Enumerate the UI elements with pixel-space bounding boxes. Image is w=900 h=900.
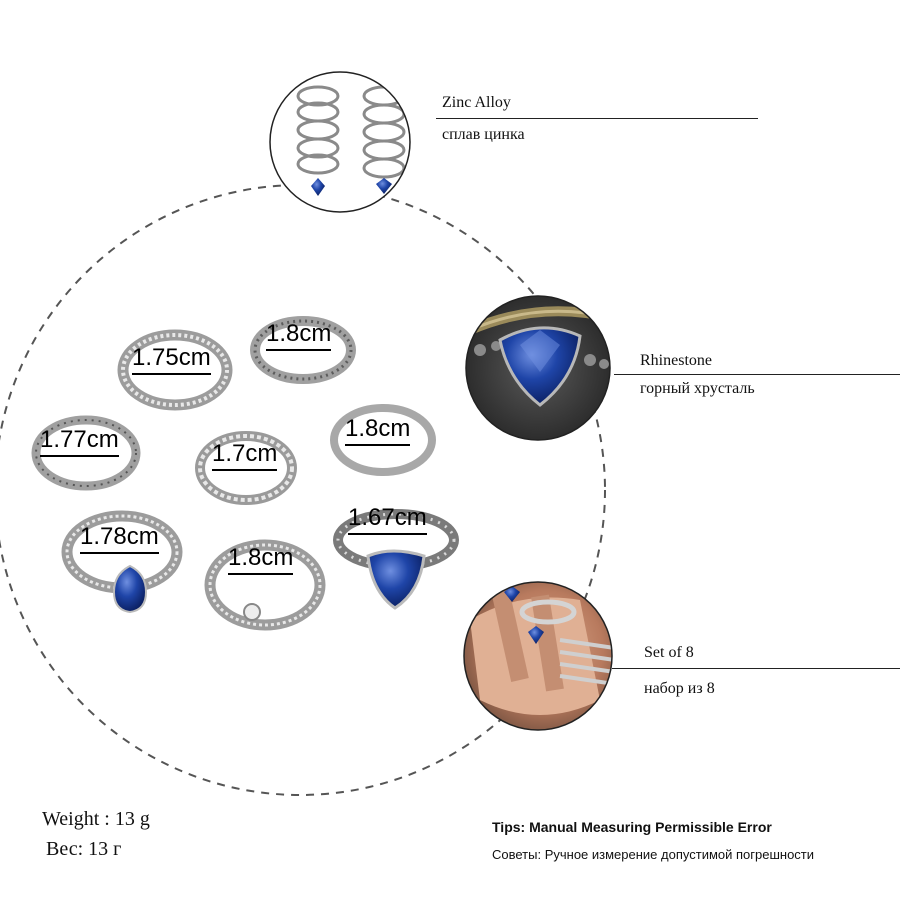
ring-2: [250, 316, 356, 384]
rhinestone-thumbnail: [465, 295, 611, 441]
ring-1: [117, 329, 233, 411]
ring-size-label-2: 1.8cm: [266, 322, 332, 351]
material-label-ru: сплав цинка: [442, 126, 525, 143]
dashed-outline-circle: [0, 184, 606, 796]
ring-4: [195, 431, 297, 505]
ring-8: [333, 509, 459, 610]
rhinestone-callout-line: [614, 374, 900, 375]
ring-size-label-7: 1.8cm: [228, 546, 294, 575]
ring-size-label-8: 1.67cm: [348, 506, 427, 535]
ring-size-label-1: 1.75cm: [132, 346, 211, 375]
ring-5: [330, 404, 436, 476]
ring-size-label-5: 1.8cm: [345, 417, 411, 446]
set-label-en: Set of 8: [644, 644, 694, 661]
ring-size-label-6: 1.78cm: [80, 525, 159, 554]
weight-label-ru: Вес: 13 г: [46, 838, 122, 860]
ring-3: [31, 415, 141, 491]
material-thumbnail: [269, 71, 411, 213]
tips-label-ru: Советы: Ручное измерение допустимой погр…: [492, 847, 815, 862]
tips-label-en: Tips: Manual Measuring Permissible Error: [492, 819, 772, 835]
weight-label-en: Weight : 13 g: [42, 808, 150, 830]
set-label-ru: набор из 8: [644, 680, 715, 697]
ring-7: [204, 539, 326, 631]
hand-thumbnail: [463, 581, 613, 731]
ring-size-label-4: 1.7cm: [212, 442, 278, 471]
set-callout-line: [612, 668, 900, 669]
material-label-en: Zinc Alloy: [442, 94, 511, 111]
ring-6: [61, 510, 183, 614]
rhinestone-label-ru: горный хрусталь: [640, 380, 755, 397]
material-callout-line: [436, 118, 758, 119]
rhinestone-label-en: Rhinestone: [640, 352, 712, 369]
ring-size-label-3: 1.77cm: [40, 428, 119, 457]
